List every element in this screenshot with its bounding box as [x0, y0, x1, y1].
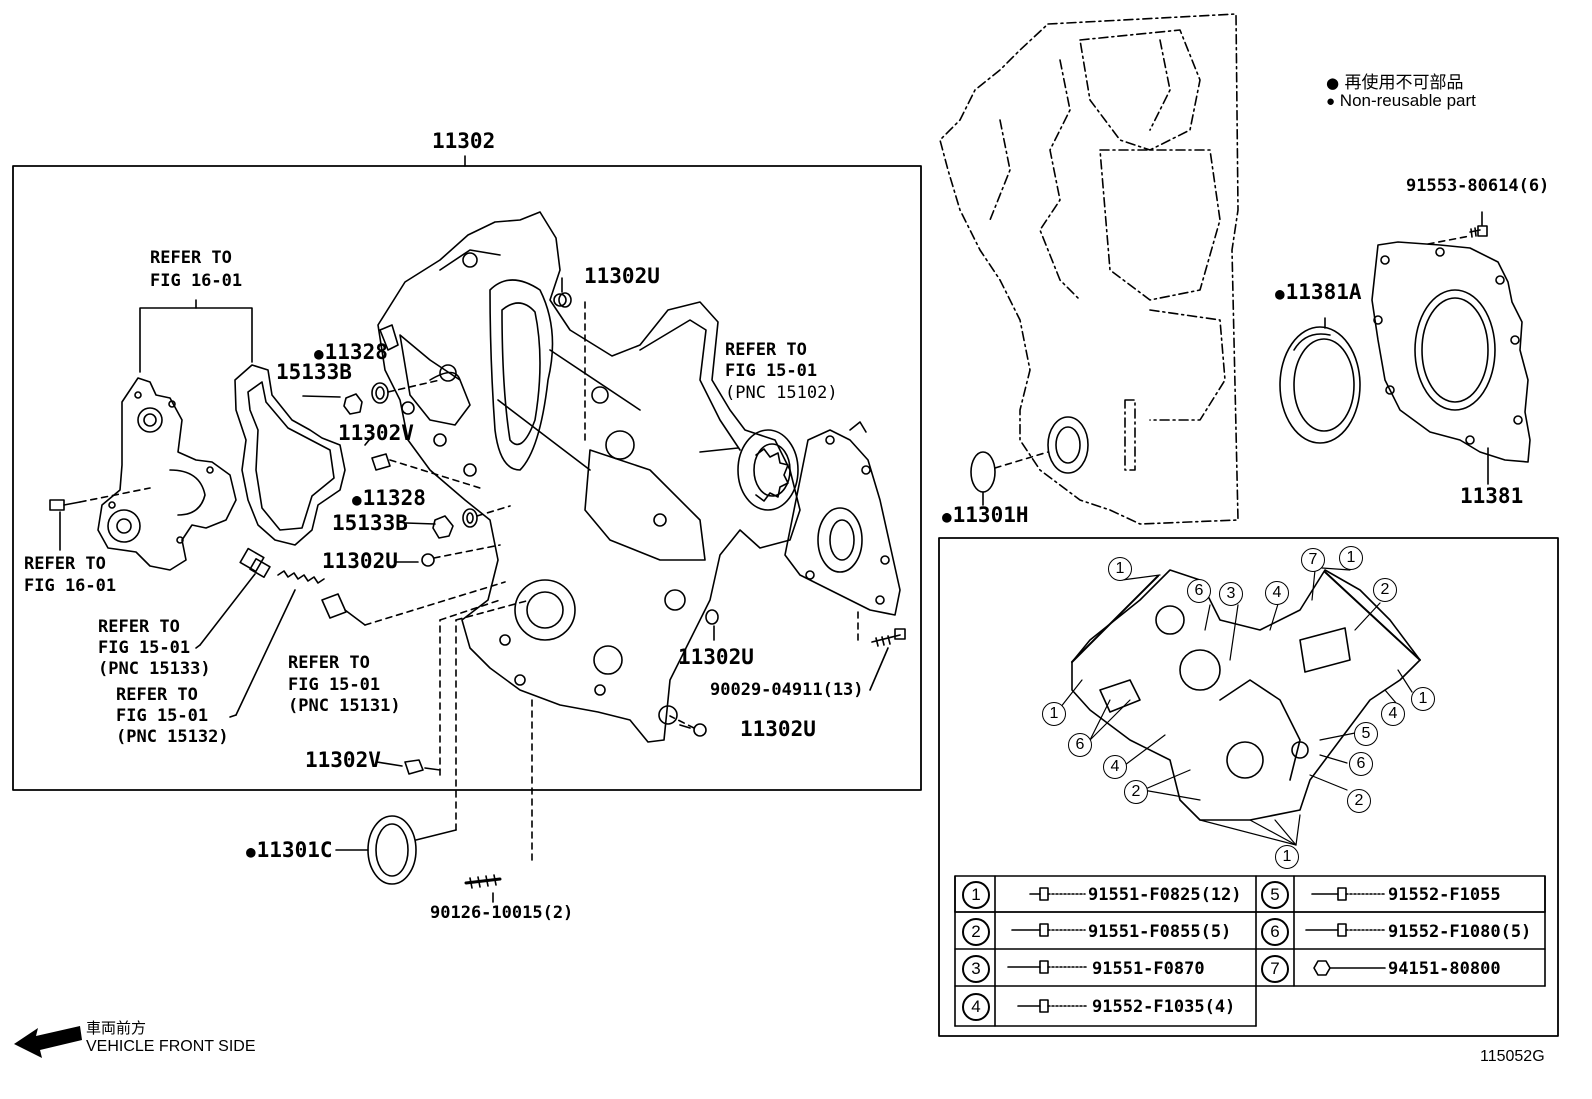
refer-15131-line3: (PNC 15131)	[288, 696, 401, 716]
legend-num: 4	[962, 993, 990, 1021]
legend-part[interactable]: 91551-F0870	[1092, 959, 1205, 979]
legend-frame	[938, 537, 1559, 1037]
part-91553[interactable]: 91553-80614(6)	[1406, 176, 1550, 196]
callout-2: 2	[1373, 578, 1397, 602]
legend-num: 1	[962, 881, 990, 909]
legend-part[interactable]: 91552-F1035(4)	[1092, 997, 1236, 1017]
water-pump-drawing	[97, 377, 237, 571]
part-11381[interactable]: 11381	[1460, 484, 1524, 508]
switch-and-spring	[199, 547, 325, 716]
main-assembly-label: 11302	[432, 129, 496, 153]
callout-1: 1	[1339, 546, 1363, 570]
part-11302u-mid[interactable]: 11302U	[678, 645, 754, 669]
callout-1: 1	[1275, 845, 1299, 869]
part-11302v-b[interactable]: 11302V	[305, 748, 381, 772]
oil-pump-rotor	[699, 429, 799, 511]
part-11302u-left[interactable]: 11302U	[322, 549, 398, 573]
part-11328-a[interactable]: 11328	[314, 342, 388, 363]
legend-part[interactable]: 91551-F0855(5)	[1088, 922, 1232, 942]
refer-15133-line1: REFER TO	[98, 617, 180, 637]
callout-6: 6	[1349, 752, 1373, 776]
callout-1: 1	[1108, 557, 1132, 581]
engine-block-drawing	[939, 13, 1239, 525]
refer-16-01-left-line2: FIG 16-01	[24, 576, 117, 596]
callout-1: 1	[1411, 687, 1435, 711]
note-ja: ● 再使用不可部品	[1326, 73, 1464, 93]
pump-gasket	[234, 364, 346, 546]
assembly-frame	[12, 165, 922, 791]
part-11302v-a[interactable]: 11302V	[338, 421, 414, 445]
refer-15132-line3: (PNC 15132)	[116, 727, 229, 747]
callout-2: 2	[1124, 780, 1148, 804]
legend-num: 5	[1261, 881, 1289, 909]
refer-15102-line1: REFER TO	[725, 340, 807, 360]
refer-15102-line2: FIG 15-01	[725, 361, 818, 381]
refer-15133-line3: (PNC 15133)	[98, 659, 211, 679]
part-90029[interactable]: 90029-04911(13)	[710, 680, 864, 700]
callout-6: 6	[1068, 733, 1092, 757]
stud-90126	[464, 874, 502, 889]
callout-3: 3	[1219, 582, 1243, 606]
callout-6: 6	[1187, 579, 1211, 603]
part-11328-b[interactable]: 11328	[352, 488, 426, 509]
timing-cover-drawing	[377, 211, 801, 743]
part-11301h[interactable]: 11301H	[942, 505, 1029, 526]
figure-code: 115052G	[1480, 1048, 1545, 1065]
bolt-91553	[1469, 225, 1488, 238]
callout-2: 2	[1347, 789, 1371, 813]
callout-5: 5	[1354, 722, 1378, 746]
note-en: ● Non-reusable part	[1326, 91, 1476, 110]
legend-part[interactable]: 91552-F1080(5)	[1388, 922, 1532, 942]
direction-en: VEHICLE FRONT SIDE	[86, 1038, 256, 1055]
bolt-left	[49, 499, 81, 511]
refer-16-01-left-line1: REFER TO	[24, 554, 106, 574]
callout-4: 4	[1381, 702, 1405, 726]
part-11381a[interactable]: 11381A	[1275, 282, 1362, 303]
legend-grid	[954, 875, 1546, 1027]
callout-4: 4	[1265, 581, 1289, 605]
legend-part[interactable]: 91551-F0825(12)	[1088, 885, 1242, 905]
legend-num: 3	[962, 955, 990, 983]
part-15133b-a[interactable]: 15133B	[276, 360, 352, 384]
refer-15131-line2: FIG 15-01	[288, 675, 381, 695]
front-direction-arrow	[14, 1026, 82, 1058]
bolt-90029	[871, 628, 906, 647]
legend-num: 7	[1261, 955, 1289, 983]
legend-num: 6	[1261, 918, 1289, 946]
refer-16-01-top-line2: FIG 16-01	[150, 271, 243, 291]
callout-7: 7	[1301, 548, 1325, 572]
legend-num: 2	[962, 918, 990, 946]
legend-part[interactable]: 94151-80800	[1388, 959, 1501, 979]
refer-15131-line1: REFER TO	[288, 653, 370, 673]
refer-16-01-top-line1: REFER TO	[150, 248, 232, 268]
refer-15133-line2: FIG 15-01	[98, 638, 191, 658]
part-11301c[interactable]: 11301C	[246, 840, 333, 861]
seal-11381a	[1279, 326, 1361, 444]
seal-retainer-11381	[1371, 241, 1531, 463]
refer-15102-line3: (PNC 15102)	[725, 383, 838, 403]
part-90126[interactable]: 90126-10015(2)	[430, 903, 574, 923]
part-11302u-top[interactable]: 11302U	[584, 264, 660, 288]
seal-11301h	[970, 451, 996, 493]
callout-4: 4	[1103, 755, 1127, 779]
legend-part[interactable]: 91552-F1055	[1388, 885, 1501, 905]
refer-15132-line2: FIG 15-01	[116, 706, 209, 726]
oil-pump-cover	[784, 421, 901, 616]
direction-ja: 車両前方	[86, 1019, 147, 1037]
part-11302u-bottom[interactable]: 11302U	[740, 717, 816, 741]
legend-bolt-icons	[1007, 887, 1386, 1013]
callout-1: 1	[1042, 702, 1066, 726]
refer-15132-line1: REFER TO	[116, 685, 198, 705]
part-15133b-b[interactable]: 15133B	[332, 511, 408, 535]
